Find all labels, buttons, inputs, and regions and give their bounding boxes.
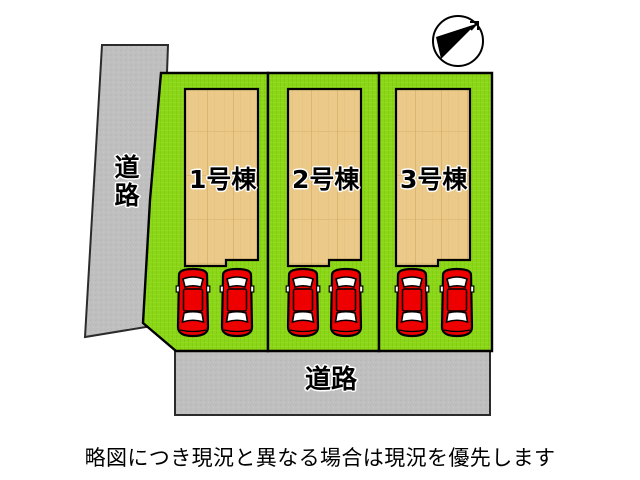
north-arrow-icon	[432, 15, 484, 67]
disclaimer-text: 略図につき現況と異なる場合は現況を優先します	[84, 446, 556, 470]
car-icon	[439, 267, 475, 338]
road-south	[174, 350, 491, 416]
building-2-footprint	[286, 87, 363, 268]
building-2-label: 2号棟	[292, 165, 360, 194]
building-1-footprint	[183, 87, 260, 268]
car-icon	[219, 267, 255, 338]
building-1-label: 1号棟	[189, 165, 257, 194]
car-icon	[175, 267, 211, 338]
car-icon	[328, 267, 364, 338]
building-3-footprint	[394, 87, 472, 268]
car-icon	[285, 267, 321, 338]
road-west-label: 道 路	[114, 153, 140, 210]
car-icon	[394, 267, 430, 338]
building-3-label: 3号棟	[400, 165, 468, 194]
road-south-label: 道路	[305, 365, 358, 395]
